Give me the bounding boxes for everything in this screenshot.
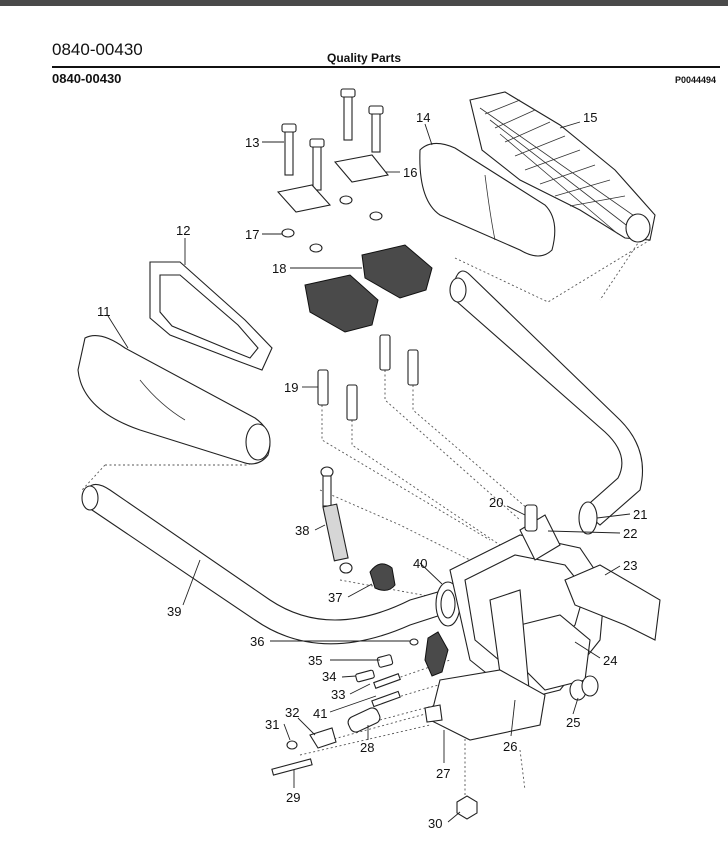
callout-40: 40 — [413, 556, 427, 571]
callout-labels: 11 12 13 14 15 16 17 18 19 20 21 22 23 2… — [97, 110, 647, 831]
callout-12: 12 — [176, 223, 190, 238]
header-rule — [52, 66, 720, 68]
part-35-bracket — [424, 631, 449, 677]
callout-20: 20 — [489, 495, 503, 510]
part-19-pins — [317, 334, 419, 421]
callout-33: 33 — [331, 687, 345, 702]
callout-24: 24 — [603, 653, 617, 668]
pivot-assembly — [449, 504, 661, 711]
callout-13: 13 — [245, 135, 259, 150]
callout-25: 25 — [566, 715, 580, 730]
callout-29: 29 — [286, 790, 300, 805]
part-18-clamps — [304, 244, 433, 333]
callout-14: 14 — [416, 110, 430, 125]
callout-17: 17 — [245, 227, 259, 242]
callout-11: 11 — [97, 304, 111, 319]
callout-28: 28 — [360, 740, 374, 755]
callout-38: 38 — [295, 523, 309, 538]
part-25-bushings — [569, 675, 599, 701]
part-17-washers — [281, 195, 383, 253]
part-21-ring — [578, 501, 598, 535]
callout-27: 27 — [436, 766, 450, 781]
drawing-id: P0044494 — [674, 75, 716, 85]
callout-19: 19 — [284, 380, 298, 395]
small-hardware — [271, 638, 478, 820]
callout-35: 35 — [308, 653, 322, 668]
doc-title: Quality Parts — [326, 51, 402, 65]
callout-30: 30 — [428, 816, 442, 831]
callout-37: 37 — [328, 590, 342, 605]
callout-22: 22 — [623, 526, 637, 541]
part-16-plates — [276, 154, 389, 213]
part-37-knob — [369, 563, 396, 591]
callout-31: 31 — [265, 717, 279, 732]
callout-32: 32 — [285, 705, 299, 720]
part-40-ring — [435, 581, 461, 627]
callout-36: 36 — [250, 634, 264, 649]
part-11-side-cover — [77, 335, 271, 465]
doc-number: 0840-00430 — [52, 40, 143, 59]
callout-41: 41 — [313, 706, 327, 721]
callout-39: 39 — [167, 604, 181, 619]
callout-21: 21 — [633, 507, 647, 522]
part-14-top-cover — [419, 142, 556, 257]
part-39-handlebar-tube-left — [81, 483, 451, 645]
callout-34: 34 — [322, 669, 336, 684]
part-38-gas-spring — [320, 466, 353, 574]
callout-18: 18 — [272, 261, 286, 276]
part-27-base — [424, 669, 546, 741]
handlebar-tube-right — [449, 270, 644, 526]
part-15-grille-cover — [469, 91, 656, 243]
callout-16: 16 — [403, 165, 417, 180]
callout-23: 23 — [623, 558, 637, 573]
leader-lines — [107, 121, 631, 823]
callout-26: 26 — [503, 739, 517, 754]
part-13-bolts — [281, 88, 384, 191]
callout-15: 15 — [583, 110, 597, 125]
part-number: 0840-00430 — [52, 71, 122, 86]
part-12-frame — [149, 261, 273, 371]
top-bar — [0, 0, 728, 6]
